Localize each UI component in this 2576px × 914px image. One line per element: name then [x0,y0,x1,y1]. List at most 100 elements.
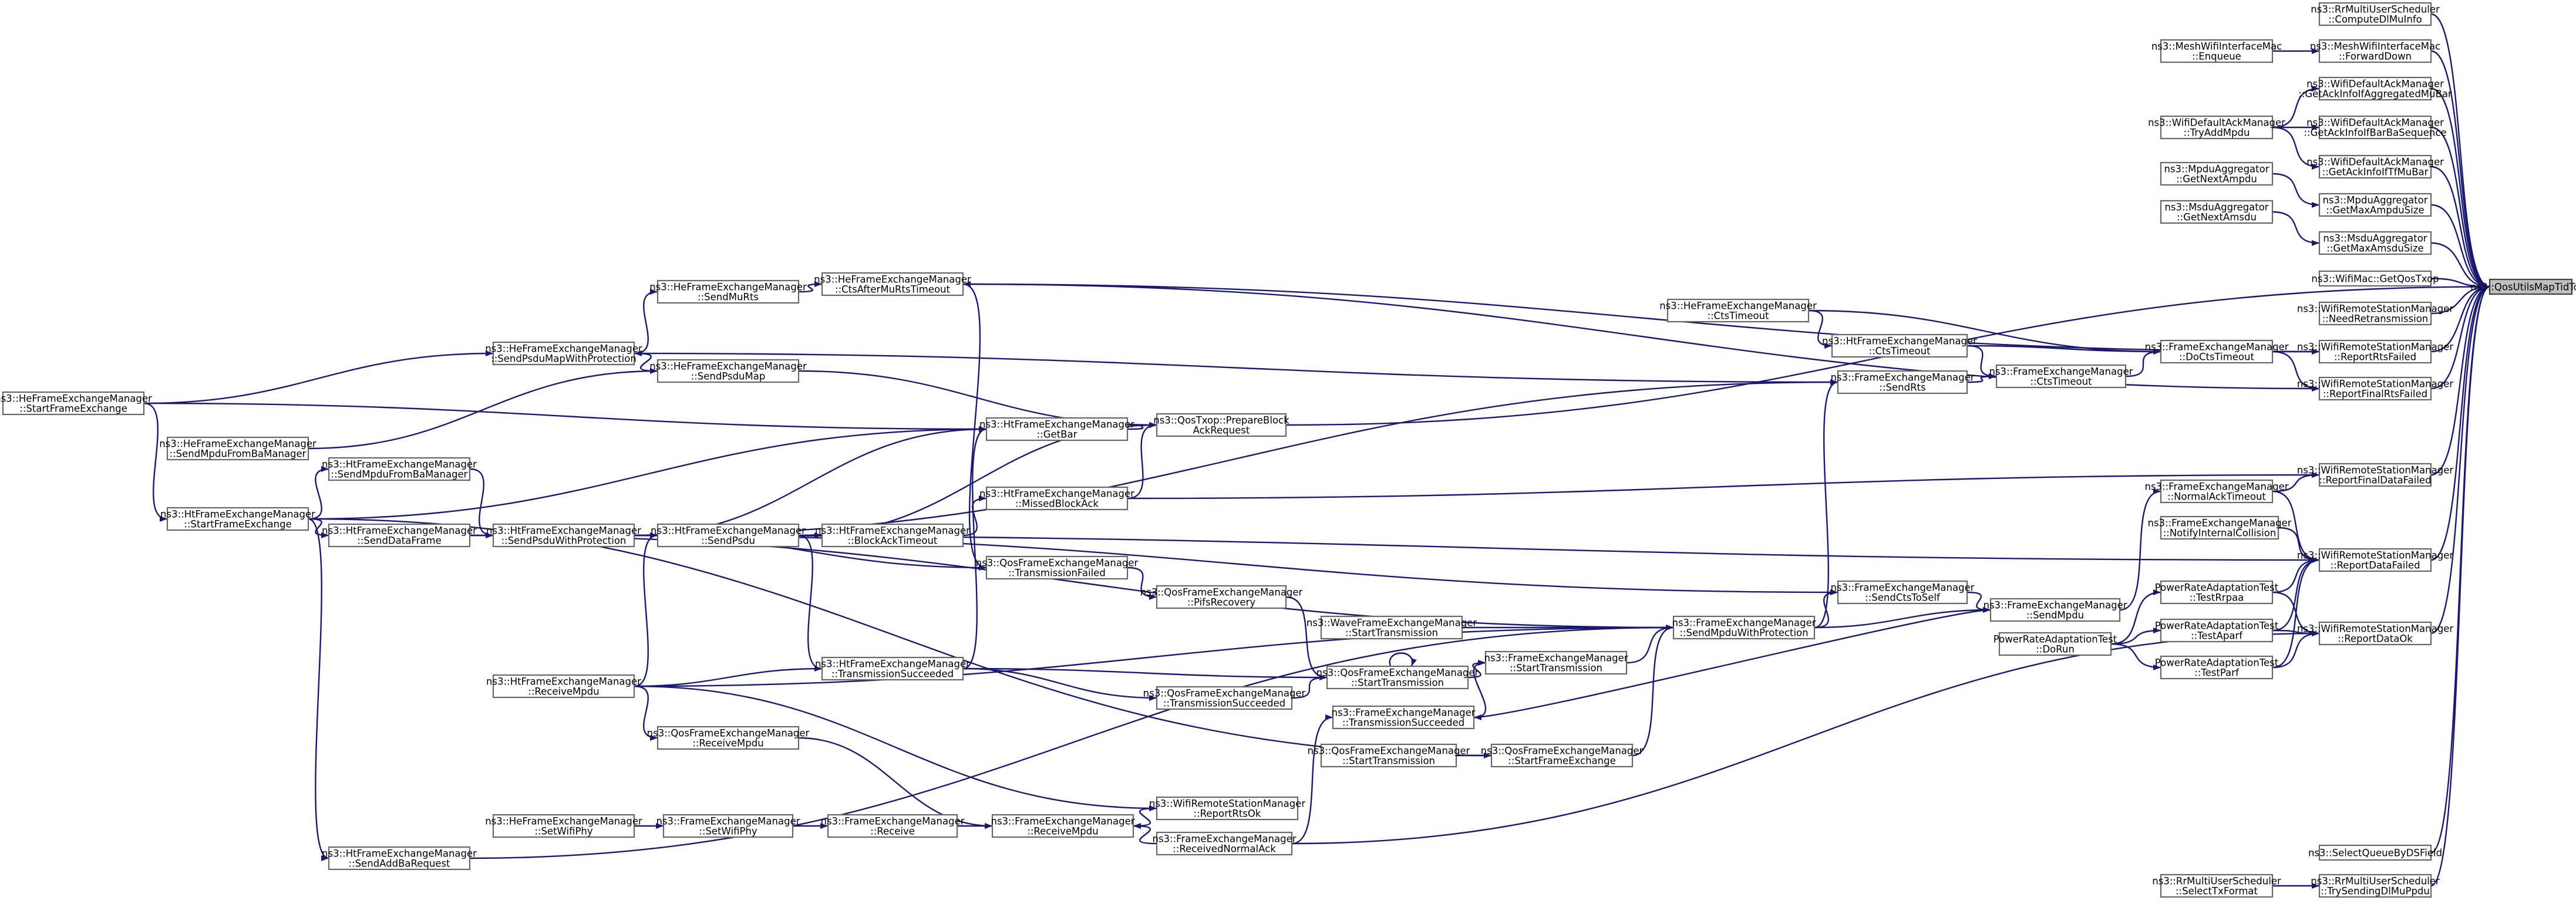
node-ht-sendaddba[interactable]: ns3::HtFrameExchangeManager::SendAddBaRe… [322,846,477,871]
node-fem-rcvmpdu[interactable]: ns3::FrameExchangeManager::ReceiveMpdu [991,814,1135,838]
node-mesh-fd[interactable]: ns3::MeshWifiInterfaceMac::ForwardDown [2310,39,2440,63]
node-label: ::SendPsduMapWithProtection [491,353,637,365]
edge-fem-start-to-fem-mpduprot [1626,626,1674,664]
node-label: ns3::FrameExchangeManager [1830,372,1974,383]
node-rsm-need[interactable]: ns3::WifiRemoteStationManager::NeedRetra… [2297,301,2453,326]
node-label: ns3::HtFrameExchangeManager [815,659,970,670]
node-fem-setphy[interactable]: ns3::FrameExchangeManager::SetWifiPhy [656,814,800,838]
node-fem-receive[interactable]: ns3::FrameExchangeManager::Receive [820,814,965,838]
node-rsm-datafail[interactable]: ns3::WifiRemoteStationManager::ReportDat… [2297,548,2453,572]
node-wifimac-qos[interactable]: ns3::WifiMac::GetQosTxop [2311,270,2439,287]
node-he-startfe[interactable]: ns3::HeFrameExchangeManager::StartFrameE… [0,391,152,416]
node-prat-rrpaa[interactable]: PowerRateAdaptationTest::TestRrpaa [2155,580,2279,605]
node-box [1837,370,1968,394]
node-label: ::MissedBlockAck [1015,498,1099,510]
edge-arrowhead [2312,48,2319,54]
edge-mpdu-max-to-root [2430,204,2490,288]
node-fem-ctsself[interactable]: ns3::FrameExchangeManager::SendCtsToSelf [1830,580,1975,605]
node-fem-start[interactable]: ns3::FrameExchangeManager::StartTransmis… [1484,650,1628,675]
node-he-psdumapprot[interactable]: ns3::HeFrameExchangeManager::SendPsduMap… [485,341,642,366]
node-label: ::SendRts [1879,382,1925,393]
node-qos-start2[interactable]: ns3::QosFrameExchangeManager::StartTrans… [1308,743,1470,768]
node-fem-cts[interactable]: ns3::FrameExchangeManager::CtsTimeout [1989,364,2133,389]
node-qos-pifs[interactable]: ns3::QosFrameExchangeManager::PifsRecove… [1140,585,1303,609]
node-fem-sendrts[interactable]: ns3::FrameExchangeManager::SendRts [1830,370,1975,394]
node-rsm-finaldata[interactable]: ns3::WifiRemoteStationManager::ReportFin… [2297,463,2453,487]
node-ht-rcvmpdu[interactable]: ns3::HtFrameExchangeManager::ReceiveMpdu [486,674,641,699]
node-label: ns3::FrameExchangeManager [991,816,1134,827]
node-label: ns3::FrameExchangeManager [1152,834,1296,845]
edge-msdu-next-to-msdu-max [2272,211,2320,244]
node-fem-docts[interactable]: ns3::FrameExchangeManager::DoCtsTimeout [2144,339,2289,364]
node-ht-psduprot[interactable]: ns3::HtFrameExchangeManager::SendPsduWit… [486,523,641,548]
node-box [2160,339,2274,364]
node-hefem-cts[interactable]: ns3::HeFrameExchangeManager::CtsTimeout [1659,298,1817,323]
node-label: ::NormalAckTimeout [2167,491,2266,502]
node-label: ns3::HtFrameExchangeManager [815,525,970,537]
node-he-mpduba[interactable]: ns3::HeFrameExchangeManager::SendMpduFro… [159,436,316,461]
node-prat-aparf[interactable]: PowerRateAdaptationTest::TestAparf [2155,618,2279,643]
node-mpdu-next[interactable]: ns3::MpduAggregator::GetNextAmpdu [2160,161,2274,186]
node-qos-rcvmpdu[interactable]: ns3::QosFrameExchangeManager::ReceiveMpd… [647,726,810,750]
node-mu-try[interactable]: ns3::RrMultiUserScheduler::TrySendingDlM… [2311,873,2440,898]
node-qos-startfe[interactable]: ns3::QosFrameExchangeManager::StartFrame… [1481,743,1644,768]
node-he-psdumap[interactable]: ns3::HeFrameExchangeManager::SendPsduMap [649,359,807,383]
node-label: ::TransmissionFailed [1008,568,1106,579]
node-mu-sel[interactable]: ns3::RrMultiUserScheduler::SelectTxForma… [2152,873,2281,898]
edge-ht-rcvmpdu-to-ht-sendpsdu [634,534,658,687]
node-label: ns3::HtFrameExchangeManager [979,488,1134,500]
node-box [2318,115,2432,140]
node-prat-parf[interactable]: PowerRateAdaptationTest::TestParf [2155,655,2279,680]
node-he-ctsmurts[interactable]: ns3::HeFrameExchangeManager::CtsAfterMuR… [814,272,971,296]
node-ack-bas[interactable]: ns3::WifiDefaultAckManager::GetAckInfoIf… [2304,115,2447,140]
node-mu-dl[interactable]: ns3::RrMultiUserScheduler::ComputeDlMuIn… [2311,2,2440,26]
node-ht-mpduba[interactable]: ns3::HtFrameExchangeManager::SendMpduFro… [322,457,477,481]
node-msdu-max[interactable]: ns3::MsduAggregator::GetMaxAmsduSize [2318,231,2432,255]
node-rsm-rtsok[interactable]: ns3::WifiRemoteStationManager::ReportRts… [1149,796,1305,821]
node-rsm-finalrts[interactable]: ns3::WifiRemoteStationManager::ReportFin… [2297,376,2453,401]
node-fem-notify[interactable]: ns3::FrameExchangeManager::NotifyInterna… [2147,515,2292,540]
node-ack-aggmu[interactable]: ns3::WifiDefaultAckManager::GetAckInfoIf… [2298,76,2452,101]
node-mesh-enq[interactable]: ns3::MeshWifiInterfaceMac::Enqueue [2151,39,2282,63]
node-qos-txfail[interactable]: ns3::QosFrameExchangeManager::Transmissi… [976,555,1139,580]
node-box [492,674,635,699]
node-root[interactable]: ns3::QosUtilsMapTidToAc [2470,278,2576,295]
node-msdu-next[interactable]: ns3::MsduAggregator::GetNextAmsdu [2160,200,2274,224]
node-he-sendmurts[interactable]: ns3::HeFrameExchangeManager::SendMuRts [649,279,807,304]
node-mpdu-max[interactable]: ns3::MpduAggregator::GetMaxAmpduSize [2318,193,2432,217]
node-ack-tryadd[interactable]: ns3::WifiDefaultAckManager::TryAddMpdu [2148,115,2285,140]
node-selq[interactable]: ns3::SelectQueueByDSField [2308,844,2442,861]
node-qos-txsucc[interactable]: ns3::QosFrameExchangeManager::Transmissi… [1143,686,1306,710]
node-ht-getbar[interactable]: ns3::HtFrameExchangeManager::GetBar [979,417,1134,441]
node-box [328,457,471,481]
node-ht-batimeout[interactable]: ns3::HtFrameExchangeManager::BlockAckTim… [815,523,970,548]
node-ht-sendpsdu[interactable]: ns3::HtFrameExchangeManager::SendPsdu [651,523,806,548]
node-label: ::StartTransmission [1510,663,1602,674]
edge-arrowhead [160,516,167,522]
node-qos-start[interactable]: ns3::QosFrameExchangeManager::StartTrans… [1316,665,1479,690]
edge-rsm-need-to-root [2430,286,2490,315]
node-rsm-dataok[interactable]: ns3::WifiRemoteStationManager::ReportDat… [2297,621,2453,646]
node-ack-tfmu[interactable]: ns3::WifiDefaultAckManager::GetAckInfoIf… [2306,154,2444,179]
node-fem-normack[interactable]: ns3::FrameExchangeManager::NormalAckTime… [2144,479,2289,504]
node-fem-sendmpdu[interactable]: ns3::FrameExchangeManager::SendMpdu [1983,598,2127,622]
node-prat-dorun[interactable]: PowerRateAdaptationTest::DoRun [1994,632,2117,656]
node-wave-start[interactable]: ns3::WaveFrameExchangeManager::StartTran… [1306,615,1477,640]
node-label: ::ReportRtsOk [1194,808,1261,819]
node-label: ::TrySendingDlMuPpdu [2321,886,2430,897]
node-hefem-setphy[interactable]: ns3::HeFrameExchangeManager::SetWifiPhy [485,814,642,838]
node-label: ns3::HtFrameExchangeManager [322,459,477,470]
node-ht-txsucc[interactable]: ns3::HtFrameExchangeManager::Transmissio… [815,656,970,681]
node-ht-startfe[interactable]: ns3::HtFrameExchangeManager::StartFrameE… [160,507,315,531]
node-label: ns3::MpduAggregator [2322,195,2427,206]
node-rsm-rtsfail[interactable]: ns3::WifiRemoteStationManager::ReportRts… [2297,339,2453,364]
node-fem-rcvnack[interactable]: ns3::FrameExchangeManager::ReceivedNorma… [1152,831,1297,856]
node-fem-mpduprot[interactable]: ns3::FrameExchangeManager::SendMpduWithP… [1672,615,1816,640]
node-ht-senddata[interactable]: ns3::HtFrameExchangeManager::SendDataFra… [322,523,477,548]
node-fem-txsucc[interactable]: ns3::FrameExchangeManager::TransmissionS… [1331,705,1476,730]
node-ht-missed[interactable]: ns3::HtFrameExchangeManager::MissedBlock… [979,486,1134,511]
node-box [656,279,800,304]
node-htfem-cts[interactable]: ns3::HtFrameExchangeManager::CtsTimeout [1822,333,1977,358]
edge-arrowhead [1478,660,1486,666]
